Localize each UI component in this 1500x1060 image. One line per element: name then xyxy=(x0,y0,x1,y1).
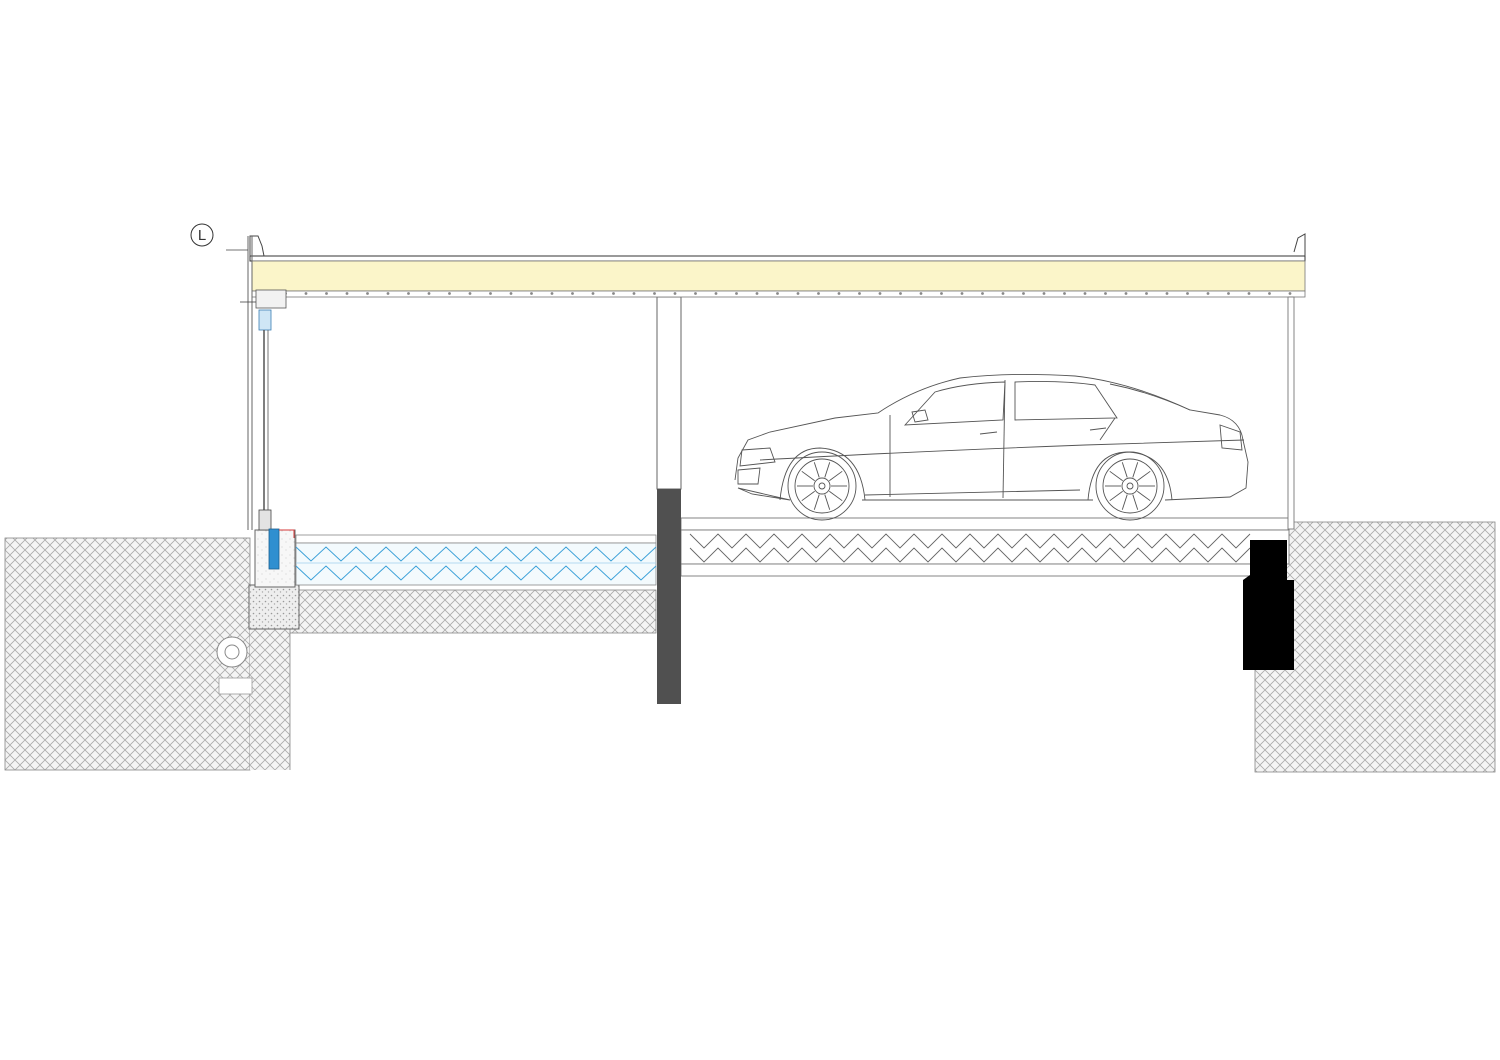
ground-soil-right xyxy=(1254,521,1496,773)
roof-insulation-slab xyxy=(249,233,1306,309)
grid-marker-label: L xyxy=(198,227,206,244)
grid-marker: L xyxy=(190,223,214,247)
car xyxy=(734,373,1249,521)
garage-floor-slab xyxy=(680,517,1290,577)
drainage-pipe xyxy=(216,636,253,695)
foundation-footing xyxy=(1243,540,1294,670)
floor-heating-screed xyxy=(295,534,657,586)
glass-facade xyxy=(226,236,295,570)
ground-soil-left xyxy=(4,537,657,771)
gravel-footing xyxy=(248,529,300,630)
right-wall xyxy=(1287,296,1295,530)
interior-column xyxy=(656,296,682,704)
